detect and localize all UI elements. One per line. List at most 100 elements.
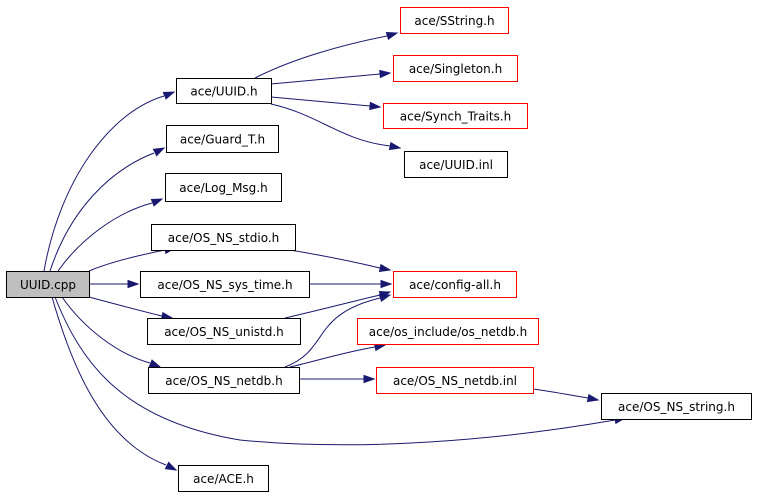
node-box [404,151,508,178]
edge-uuid-cpp-to-uuid-h [43,91,176,272]
node-box [357,318,539,345]
node-config-all[interactable]: ace/config-all.h [393,271,517,298]
edge-os-ns-sys-time-to-config-all [309,279,393,289]
node-box [151,224,296,251]
node-box [393,55,518,82]
node-label: ace/OS_NS_unistd.h [164,325,284,339]
arrowhead-icon [162,91,176,100]
node-os-ns-netdb[interactable]: ace/OS_NS_netdb.h [148,367,300,394]
arrowhead-icon [369,101,382,111]
arrowhead-icon [385,31,399,41]
edge-uuid-cpp-to-os-ns-sys-time [89,279,140,289]
edge-os-ns-netdb-to-os-ns-netdb-inl [299,374,376,384]
arrowhead-icon [148,359,162,368]
arrowhead-icon [127,279,140,289]
edge-uuid-cpp-to-os-ns-netdb [61,296,162,368]
node-box [140,271,310,298]
node-box [383,103,528,129]
node-label: ace/OS_NS_string.h [618,400,735,414]
node-label: ace/OS_NS_netdb.h [165,374,282,388]
edge-uuid-cpp-to-guard-t [49,147,166,272]
edge-os-ns-netdb-to-os-netdb-h [289,342,387,368]
edges-layer [43,31,627,471]
edge-line [270,73,381,85]
node-box [6,271,90,298]
node-box [178,465,269,492]
edge-line [284,297,381,368]
edge-line [289,346,376,368]
node-box [400,7,509,34]
edge-line [57,202,153,272]
edge-os-ns-netdb-to-config-all [284,293,392,368]
edge-line [51,296,167,466]
node-box [393,271,517,298]
nodes-layer: UUID.cpp ace/UUID.h ace/Guard_T.h ace/Log_M… [6,7,752,492]
node-label: ace/Singleton.h [409,62,502,76]
node-label: ace/OS_NS_netdb.inl [393,374,517,388]
node-os-ns-unistd[interactable]: ace/OS_NS_unistd.h [147,318,301,345]
edge-uuid-cpp-to-os-ns-unistd [88,296,174,321]
edge-line [88,249,166,272]
node-os-ns-netdb-inl[interactable]: ace/OS_NS_netdb.inl [376,367,534,394]
node-label: ace/config-all.h [409,278,501,292]
node-ace-h[interactable]: ace/ACE.h [178,465,269,492]
edge-line [61,296,151,364]
edge-line [270,96,371,107]
node-box [165,173,282,202]
node-os-ns-string[interactable]: ace/OS_NS_string.h [601,393,752,420]
arrowhead-icon [152,147,166,157]
node-sstring[interactable]: ace/SString.h [400,7,509,34]
edge-uuid-h-to-sstring [254,31,399,79]
node-label: ace/ACE.h [193,472,254,486]
node-label: ace/UUID.h [190,85,257,99]
node-box [166,125,279,153]
node-uuid-cpp: UUID.cpp [6,271,90,298]
node-label: ace/Synch_Traits.h [400,110,511,124]
edge-line [54,296,616,446]
node-label: ace/UUID.inl [419,158,493,172]
edge-uuid-cpp-to-ace-h [51,296,178,471]
edge-line [254,35,388,79]
node-guard-t[interactable]: ace/Guard_T.h [166,125,279,153]
node-label: ace/Guard_T.h [180,133,265,147]
edge-uuid-cpp-to-log-msg [57,198,164,272]
node-label: ace/OS_NS_sys_time.h [157,278,292,292]
edge-uuid-h-to-uuid-inl [270,103,402,151]
node-uuid-h[interactable]: ace/UUID.h [176,78,272,104]
node-label: ace/Log_Msg.h [179,181,267,195]
arrowhead-icon [150,198,164,207]
edge-uuid-h-to-synch-traits [270,96,382,111]
edge-os-ns-netdb-inl-to-os-ns-string [532,388,600,403]
edge-uuid-cpp-to-os-ns-string [54,296,627,446]
node-os-ns-stdio[interactable]: ace/OS_NS_stdio.h [151,224,296,251]
edge-line [270,103,391,147]
node-box [376,367,534,394]
arrowhead-icon [164,461,178,471]
node-box [148,367,300,394]
node-synch-traits[interactable]: ace/Synch_Traits.h [383,103,528,129]
edge-line [43,95,165,272]
edge-os-ns-stdio-to-config-all [289,249,392,273]
edge-line [284,294,381,319]
arrowhead-icon [363,374,376,384]
node-label: ace/OS_NS_stdio.h [168,231,280,245]
node-box [147,318,301,345]
node-box [176,78,272,104]
node-label: UUID.cpp [20,278,76,292]
arrowhead-icon [586,393,600,403]
arrowhead-icon [378,293,392,303]
node-log-msg[interactable]: ace/Log_Msg.h [165,173,282,202]
node-os-netdb-h[interactable]: ace/os_include/os_netdb.h [357,318,539,345]
edge-line [289,249,381,269]
edge-uuid-h-to-singleton [270,69,392,85]
arrowhead-icon [378,263,392,273]
arrowhead-icon [380,279,393,289]
edge-line [532,388,589,399]
node-os-ns-sys-time[interactable]: ace/OS_NS_sys_time.h [140,271,310,298]
node-uuid-inl[interactable]: ace/UUID.inl [404,151,508,178]
node-box [601,393,752,420]
edge-line [88,296,163,317]
node-label: ace/os_include/os_netdb.h [369,325,527,339]
node-singleton[interactable]: ace/Singleton.h [393,55,518,82]
arrowhead-icon [388,141,402,151]
